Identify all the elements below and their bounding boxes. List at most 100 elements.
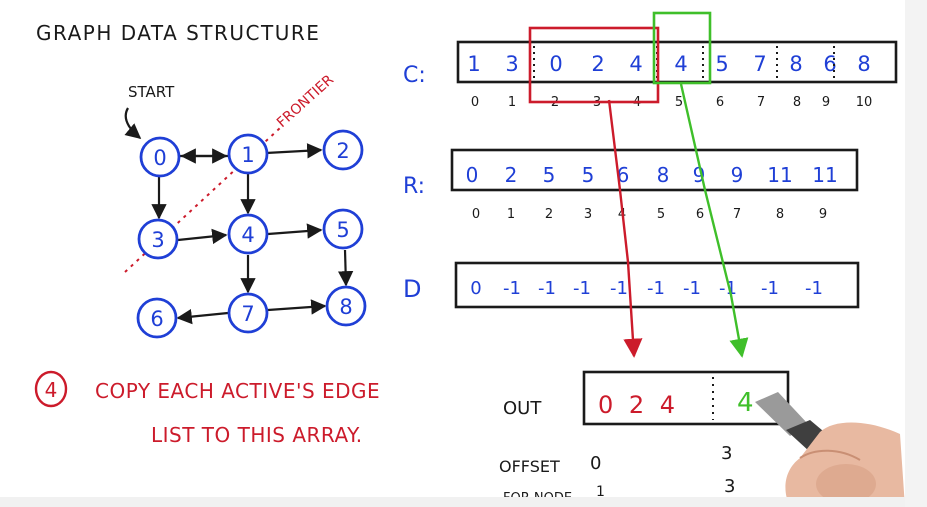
node-label: 0 <box>153 146 166 170</box>
graph-node: 3 <box>137 218 179 260</box>
array-c-cell: 8 <box>857 52 870 76</box>
offset-label: OFFSET <box>499 457 560 476</box>
out-red-values: 0 2 4 <box>598 391 679 419</box>
array-r-cell: 11 <box>812 163 837 187</box>
node-label: 1 <box>241 143 254 167</box>
frontier-label: FRONTIER <box>274 72 337 131</box>
edge-1-2 <box>265 143 323 159</box>
array-c-index-label: 9 <box>822 95 830 110</box>
edge-3-4 <box>177 228 228 245</box>
array-r-cell: 8 <box>657 163 670 187</box>
array-c-cell: 0 <box>549 52 562 76</box>
array-d-cell: -1 <box>683 278 701 299</box>
array-r-cell: 5 <box>543 163 556 187</box>
graph-node: 8 <box>325 285 367 327</box>
graph-node: 0 <box>139 136 181 178</box>
edge-4-5 <box>267 223 323 239</box>
array-r-cell: 5 <box>582 163 595 187</box>
step-number: 4 <box>45 378 58 402</box>
red-edge-range-box <box>528 26 660 104</box>
array-d-cell: -1 <box>805 278 823 299</box>
node-label: 4 <box>241 223 254 247</box>
start-label: START <box>128 83 175 101</box>
graph-node: 6 <box>136 297 178 339</box>
node-label: 6 <box>150 307 163 331</box>
node-label: 3 <box>151 228 164 252</box>
array-c-cell: 5 <box>715 52 728 76</box>
step-number-circle <box>34 370 68 408</box>
out-label: OUT <box>503 398 542 419</box>
green-edge-range-box <box>652 11 712 85</box>
red-copy-arrow <box>607 99 643 358</box>
array-d-cell: -1 <box>761 278 779 299</box>
offset-value-first: 0 <box>590 453 601 474</box>
graph-node: 2 <box>322 129 364 171</box>
graph-node: 4 <box>227 213 269 255</box>
array-d-cell: -1 <box>647 278 665 299</box>
array-r-cell: 11 <box>767 163 792 187</box>
array-r-index-label: 1 <box>507 207 515 222</box>
array-d-cell: 0 <box>470 278 481 299</box>
array-c-index-label: 5 <box>675 95 683 110</box>
array-r-index-label: 9 <box>819 207 827 222</box>
node-label: 7 <box>241 302 254 326</box>
graph-node: 7 <box>227 292 269 334</box>
array-r-index-label: 3 <box>584 207 592 222</box>
array-c-index-label: 1 <box>508 95 516 110</box>
step-instruction-line2: LIST TO THIS ARRAY. <box>151 423 363 447</box>
bottom-border <box>0 497 927 507</box>
array-r-cell: 9 <box>731 163 744 187</box>
array-r-cell: 0 <box>466 163 479 187</box>
graph-edges <box>151 143 354 325</box>
for-node-value-second: 3 <box>724 476 735 497</box>
array-d-cell: -1 <box>503 278 521 299</box>
edge-7-8 <box>267 299 327 315</box>
right-border <box>905 0 927 507</box>
array-c-index-label: 6 <box>716 95 724 110</box>
array-c-label: C: <box>403 63 426 88</box>
array-c-cell: 8 <box>789 52 802 76</box>
graph-node: 1 <box>227 133 269 175</box>
node-label: 5 <box>336 218 349 242</box>
array-d-cell: -1 <box>538 278 556 299</box>
array-c-cell: 1 <box>467 52 480 76</box>
array-r-index-label: 6 <box>696 207 704 222</box>
edge-7-6 <box>176 308 229 325</box>
array-r-box <box>450 148 859 192</box>
out-green-value: 4 <box>737 388 754 418</box>
offset-value-second: 3 <box>721 443 732 464</box>
start-arrow <box>124 107 142 139</box>
array-c-index-label: 8 <box>793 95 801 110</box>
for-node-value-first: 1 <box>596 484 605 500</box>
edge-5-8 <box>337 249 354 287</box>
array-c-cell: 7 <box>753 52 766 76</box>
diagram-title: GRAPH DATA STRUCTURE <box>36 21 320 45</box>
array-r-cell: 2 <box>505 163 518 187</box>
array-r-index-label: 8 <box>776 207 784 222</box>
array-r-index-label: 0 <box>472 207 480 222</box>
graph-nodes: 0 1 2 3 4 5 6 7 8 <box>136 129 367 339</box>
step-instruction-line1: COPY EACH ACTIVE'S EDGE <box>95 379 380 403</box>
array-d-cell: -1 <box>573 278 591 299</box>
array-c-cell: 4 <box>629 52 642 76</box>
graph-node: 5 <box>322 208 364 250</box>
array-c-cell: 3 <box>505 52 518 76</box>
array-d-cell: -1 <box>610 278 628 299</box>
array-r-index-label: 2 <box>545 207 553 222</box>
array-c-index-label: 7 <box>757 95 765 110</box>
array-r-index-label: 5 <box>657 207 665 222</box>
array-c-index-label: 0 <box>471 95 479 110</box>
array-d-label: D <box>403 275 421 303</box>
array-d-box <box>454 261 860 309</box>
array-r-label: R: <box>403 174 425 199</box>
array-c-cell: 2 <box>591 52 604 76</box>
out-array-box <box>582 370 790 426</box>
array-c-cell: 4 <box>674 52 687 76</box>
hand-with-pen <box>755 392 905 507</box>
array-d-cell: -1 <box>719 278 737 299</box>
node-label: 8 <box>339 295 352 319</box>
